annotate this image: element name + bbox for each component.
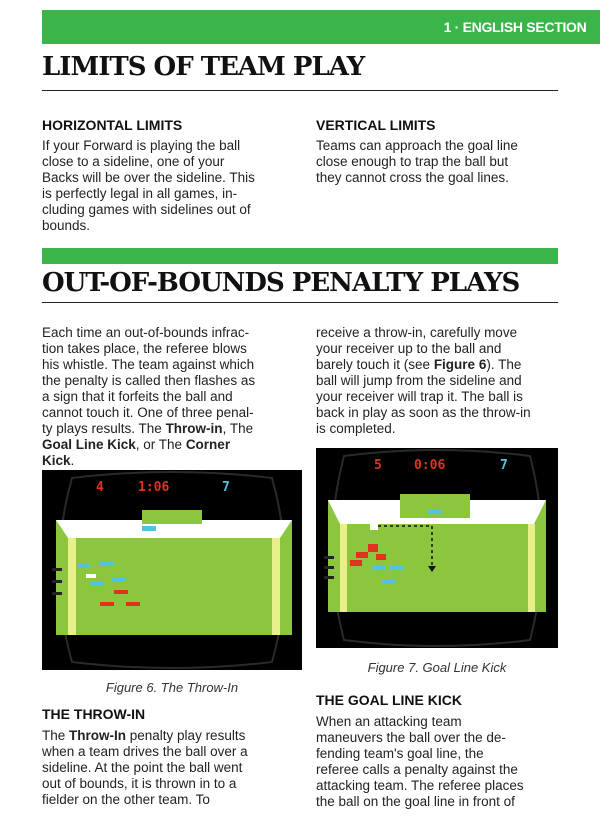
horizontal-limits-heading: HORIZONTAL LIMITS — [42, 117, 183, 133]
header-green-bar — [42, 10, 430, 44]
vertical-limits-heading: VERTICAL LIMITS — [316, 117, 436, 133]
section-title-limits: LIMITS OF TEAM PLAY — [42, 52, 365, 82]
title-rule-2 — [42, 302, 558, 303]
throw-in-heading: THE THROW-IN — [42, 706, 146, 722]
goal-line-kick-text: When an attacking team maneuvers the bal… — [316, 714, 524, 809]
figure-6-screen: 4 1:06 7 — [42, 470, 302, 670]
fig6-clock: 1:06 — [138, 480, 170, 495]
goal-line-area — [56, 520, 292, 538]
figure-7-caption: Figure 7. Goal Line Kick — [367, 660, 507, 675]
section-tab: 1 · ENGLISH SECTION — [430, 10, 600, 44]
fig6-score-left: 4 — [96, 480, 104, 495]
horizontal-limits-text: If your Forward is playing the ball clos… — [42, 138, 255, 233]
fig7-score-left: 5 — [374, 458, 382, 473]
fig7-clock: 0:06 — [414, 458, 446, 473]
title-rule — [42, 90, 558, 91]
fig6-score-right: 7 — [222, 480, 230, 495]
figure-7-game-graphic — [324, 449, 546, 647]
throw-in-continued-text: receive a throw-in, carefully move your … — [316, 325, 531, 436]
throw-in-text: The Throw-In penalty play results when a… — [42, 728, 248, 807]
section-divider-bar — [42, 248, 558, 264]
penalty-intro-text: Each time an out-of-bounds infrac- tion … — [42, 325, 256, 468]
vertical-limits-text: Teams can approach the goal line close e… — [316, 138, 518, 185]
goal-line-kick-heading: THE GOAL LINE KICK — [316, 692, 462, 708]
figure-6-caption: Figure 6. The Throw-In — [105, 680, 239, 695]
fig7-score-right: 7 — [500, 458, 508, 473]
figure-7-screen: 5 0:06 7 — [316, 448, 558, 648]
section-title-penalty: OUT-OF-BOUNDS PENALTY PLAYS — [42, 268, 520, 298]
figure-6-game-graphic — [52, 471, 292, 669]
